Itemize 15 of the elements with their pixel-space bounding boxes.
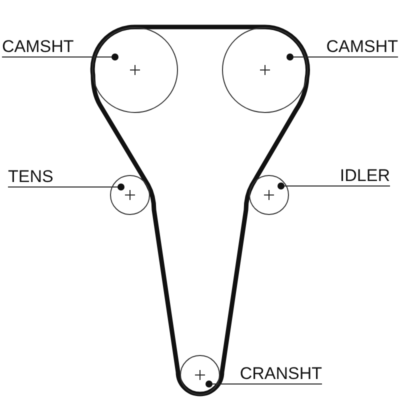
leader-line [8,184,124,190]
part-label: CAMSHT [2,37,74,57]
pulley-circle [249,175,289,215]
leader-line [2,54,118,60]
pulley-circle [110,175,150,215]
pulley-circle [222,27,308,113]
leader-line [286,54,398,60]
part-label: TENS [8,167,54,187]
pulley-circle [180,355,220,395]
pulley-circle [92,27,178,113]
part-label: IDLER [340,166,390,186]
part-label: CAMSHT [326,37,398,57]
leader-line [278,182,390,190]
leader-line [206,380,322,388]
part-label: CRANSHT [240,364,322,384]
